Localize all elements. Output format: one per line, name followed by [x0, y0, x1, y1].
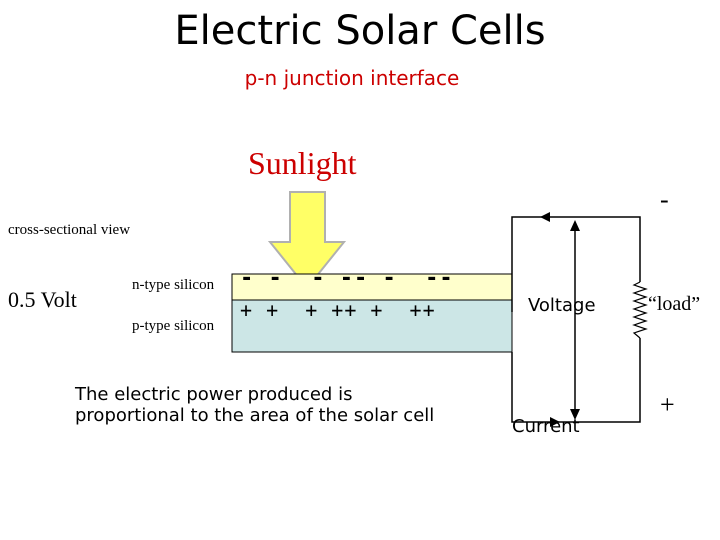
n-type-label: n-type silicon	[132, 277, 215, 293]
load-label: “load”	[648, 293, 701, 315]
area-note: The electric power produced is proportio…	[75, 384, 435, 426]
view-label: cross-sectional view	[8, 222, 131, 238]
current-label: Current	[512, 416, 580, 437]
p-charges: + + + ++ + ++	[240, 298, 436, 322]
current-arrow-bottom	[550, 417, 560, 427]
positive-terminal: +	[660, 390, 675, 419]
p-type-layer	[231, 299, 513, 353]
page-title: Electric Solar Cells	[174, 8, 546, 54]
load-resistor	[632, 281, 648, 339]
negative-terminal: -	[660, 185, 669, 214]
n-charges: - - - -- - --	[240, 266, 454, 291]
sunlight-label: Sunlight	[248, 145, 357, 181]
n-type-layer	[231, 273, 513, 301]
voltage-label: Voltage	[528, 295, 596, 316]
voltage-arrow-head-down	[570, 409, 580, 420]
p-type-label: p-type silicon	[132, 318, 215, 334]
current-arrow-top	[540, 212, 550, 222]
sunlight-arrow	[267, 191, 347, 290]
voltage-arrow-head-up	[570, 220, 580, 231]
voltage-value: 0.5 Volt	[8, 287, 77, 312]
subtitle: p-n junction interface	[244, 66, 460, 90]
circuit-wire	[511, 216, 641, 423]
